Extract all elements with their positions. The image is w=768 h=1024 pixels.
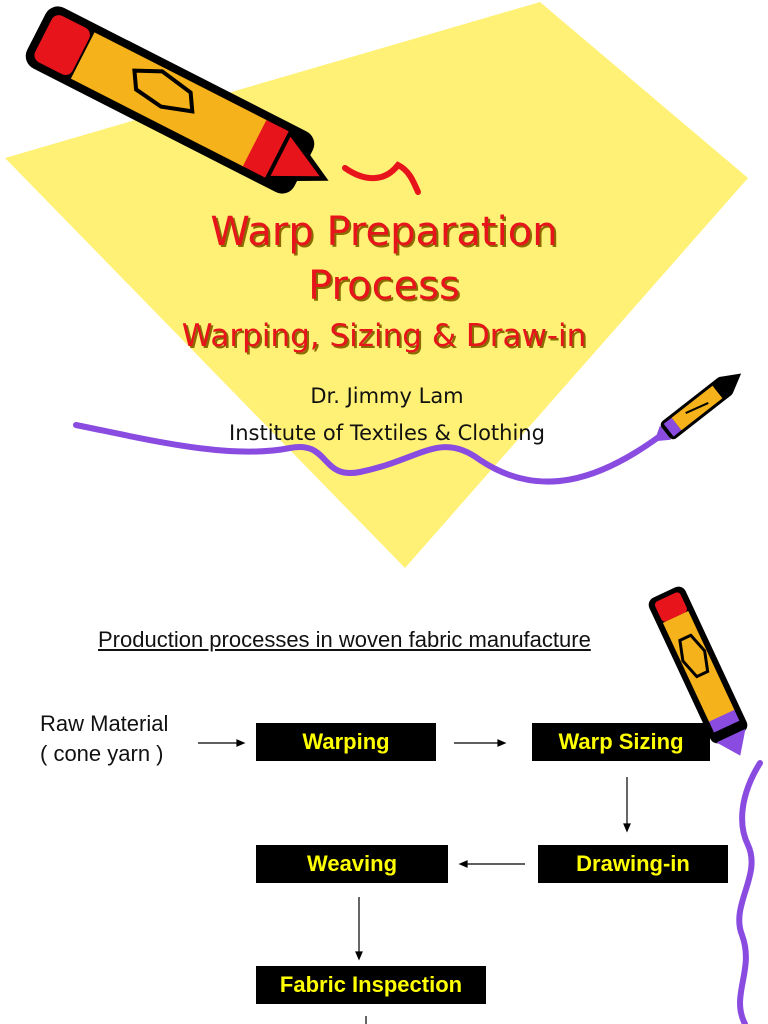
process-slide-decoration (198, 586, 763, 1024)
title-slide-decoration (5, 2, 748, 568)
process-slide: Production processes in woven fabric man… (0, 575, 768, 1024)
subtitle: Warping, Sizing & Draw-in (181, 318, 587, 354)
step-warp-sizing: Warp Sizing (532, 723, 710, 761)
small-crayon-icon (654, 373, 742, 442)
title-line-2: Process (308, 263, 460, 309)
process-heading: Production processes in woven fabric man… (98, 627, 591, 652)
crayon-icon (25, 6, 329, 194)
raw-material-label: Raw Material ( cone yarn ) (40, 709, 168, 769)
institute-name: Institute of Textiles & Clothing (229, 421, 545, 445)
title-line-1: Warp Preparation (210, 209, 558, 255)
purple-wave-line (73, 422, 663, 485)
red-squiggle (342, 161, 421, 195)
step-drawing-in: Drawing-in (538, 845, 728, 883)
raw-material-line-1: Raw Material (40, 711, 169, 736)
purple-wave-vertical (736, 760, 763, 1024)
author-name: Dr. Jimmy Lam (310, 384, 464, 408)
vertical-crayon-icon (648, 586, 748, 756)
step-fabric-inspection: Fabric Inspection (256, 966, 486, 1004)
step-warping: Warping (256, 723, 436, 761)
title-slide: Warp Preparation Process Warping, Sizing… (5, 2, 748, 568)
step-weaving: Weaving (256, 845, 448, 883)
raw-material-line-2: ( cone yarn ) (40, 741, 164, 766)
